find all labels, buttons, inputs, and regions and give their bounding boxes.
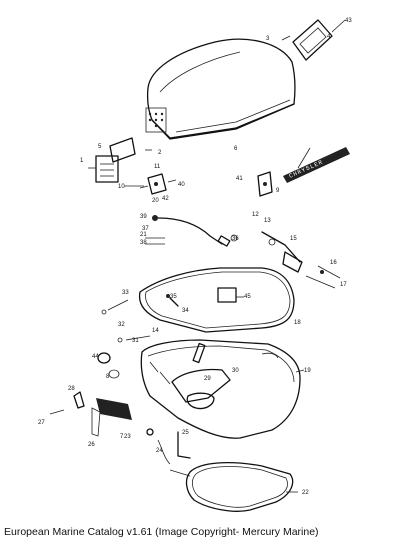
callout-27: 27 <box>38 420 45 426</box>
callout-3: 3 <box>266 36 270 42</box>
callout-42: 42 <box>162 196 169 202</box>
callout-7: 7 <box>120 434 124 440</box>
callout-39: 39 <box>140 214 147 220</box>
callout-45: 45 <box>244 294 251 300</box>
callout-19: 19 <box>304 368 311 374</box>
callout-5: 5 <box>98 144 102 150</box>
callout-31: 31 <box>132 338 139 344</box>
latch-bracket-left <box>139 173 177 195</box>
callout-18: 18 <box>294 320 301 326</box>
svg-text:CHRYSLER: CHRYSLER <box>288 158 324 179</box>
latch-bracket-right <box>257 171 273 197</box>
bottom-seal <box>185 462 294 512</box>
callout-labels: 1 2 3 4 5 6 7 8 9 10 11 12 13 14 15 16 1… <box>38 18 352 496</box>
callout-11: 11 <box>154 164 161 170</box>
callout-44: 44 <box>92 354 99 360</box>
callout-37: 37 <box>142 226 149 232</box>
callout-1: 1 <box>80 158 84 164</box>
callout-35: 35 <box>170 294 177 300</box>
callout-16: 16 <box>330 260 337 266</box>
image-caption: European Marine Catalog v1.61 (Image Cop… <box>4 526 319 538</box>
callout-10: 10 <box>118 184 125 190</box>
callout-12: 12 <box>252 212 259 218</box>
left-components <box>49 299 151 437</box>
linkage-assembly <box>261 231 341 289</box>
callout-23: 23 <box>124 434 131 440</box>
callout-17: 17 <box>340 282 347 288</box>
callout-9: 9 <box>276 188 280 194</box>
callout-13: 13 <box>264 218 271 224</box>
decal-strip: CHRYSLER <box>283 147 350 183</box>
front-plate <box>95 137 136 183</box>
callout-30: 30 <box>232 368 239 374</box>
callout-34: 34 <box>182 308 189 314</box>
callout-8: 8 <box>106 374 110 380</box>
callout-28: 28 <box>68 386 75 392</box>
callout-25: 25 <box>182 430 189 436</box>
callout-41: 41 <box>236 176 243 182</box>
callout-15: 15 <box>290 236 297 242</box>
callout-26: 26 <box>88 442 95 448</box>
leader-lines <box>88 35 311 493</box>
callout-21: 21 <box>140 232 147 238</box>
callout-36: 36 <box>232 236 239 242</box>
callout-20: 20 <box>152 198 159 204</box>
callout-32: 32 <box>118 322 125 328</box>
seal-frame <box>138 267 295 333</box>
callout-33: 33 <box>122 290 129 296</box>
callout-43: 43 <box>345 18 352 24</box>
callout-40: 40 <box>178 182 185 188</box>
callout-4: 4 <box>327 34 331 40</box>
callout-14: 14 <box>152 328 159 334</box>
rear-plate <box>292 19 346 61</box>
lower-linkage <box>146 428 191 477</box>
callout-2: 2 <box>158 150 162 156</box>
cable-assembly <box>145 215 238 247</box>
callout-6: 6 <box>234 146 238 152</box>
top-cowl <box>145 38 296 140</box>
callout-22: 22 <box>302 490 309 496</box>
exploded-parts-diagram: CHRYSLER <box>38 18 352 512</box>
bottom-cowl <box>140 339 301 439</box>
callout-29: 29 <box>204 376 211 382</box>
callout-38: 38 <box>140 240 147 246</box>
callout-24: 24 <box>156 448 163 454</box>
